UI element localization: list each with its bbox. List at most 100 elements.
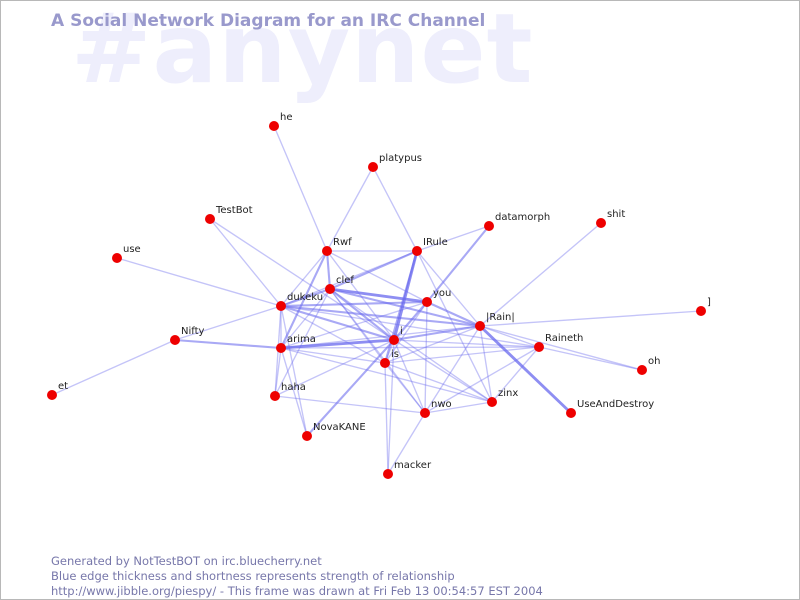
footer-source-url: http://www.jibble.org/piespy/ - This fra… [51,584,543,598]
edge-datamorph-IRule [416,225,490,252]
node-dot [383,469,393,479]
node-dot [422,297,432,307]
node-dot [637,365,647,375]
node-dot [566,408,576,418]
node-label: et [58,381,68,392]
node-label: clef [336,275,354,286]
edge-TestBot-i [209,218,395,341]
edge-IRule-dukeku [280,250,418,307]
node-dot [269,121,279,131]
node-label: IRule [423,237,448,248]
edge-Nifty-arima [174,338,282,350]
edge-clef-is [329,288,386,364]
node-label: Raineth [545,333,583,344]
edge-arima-is [280,347,386,364]
node-label: datamorph [495,212,550,223]
edge-arima-NovaKANE [280,347,308,437]
node-use: use [112,244,141,263]
edge-dukeku-IRainI [280,304,481,328]
node-label: arima [287,334,316,345]
edge-you-IRainI [426,301,481,327]
edge-IRainI-zinx [479,325,493,403]
node-IRule: IRule [412,237,448,256]
edge-i-nwo [393,339,426,414]
node-dot [276,343,286,353]
edge-is-nwo [384,362,426,414]
node-dot [322,246,332,256]
node-label: macker [394,460,432,471]
edge-IRule-IRainI [416,250,481,327]
node-dot [412,246,422,256]
node-dukeku: dukeku [276,292,323,311]
edge-Rwf-arima [280,250,328,349]
edge-clef-zinx [329,288,493,403]
node-dot [475,321,485,331]
node-dot [596,218,606,228]
edge-datamorph-you [426,225,490,303]
edge-clef-dukeku [280,288,331,307]
edge-IRainI-oh [479,325,643,371]
node-label: platypus [379,153,422,164]
node-dot [380,358,390,368]
node-label: he [280,112,293,123]
edge-IRainI-nwo [424,325,481,414]
node-Raineth: Raineth [534,333,583,352]
edge-i-zinx [393,339,493,403]
edge-i-NovaKANE [306,339,395,437]
footer-generated-by: Generated by NotTestBOT on irc.bluecherr… [51,554,322,568]
node-UseAndDestroy: UseAndDestroy [566,399,654,418]
edge-Nifty-dukeku [174,305,282,341]
node-label: you [433,288,451,299]
node-label: oh [648,356,660,367]
node-label: |Rain| [486,312,515,323]
edge-platypus-Rwf [326,166,374,252]
edge-TestBot-dukeku [209,218,282,307]
edge-IRule-clef [329,250,418,290]
node-macker: macker [383,460,432,479]
edge-Raineth-nwo [424,346,540,414]
edge-is-zinx [384,362,493,403]
channel-watermark: #anynet [71,0,534,105]
node-dot [302,431,312,441]
node-platypus: platypus [368,153,422,172]
edge-you-arima [280,301,428,349]
edge-haha-nwo [274,395,426,414]
edge-i-haha [274,339,395,397]
node-is: is [380,349,399,368]
edge-you-nwo [424,301,428,414]
footer-info: Generated by NotTestBOT on irc.bluecherr… [51,554,543,599]
node-NovaKANE: NovaKANE [302,422,366,441]
node-label: nwo [431,399,452,410]
edge-arima-zinx [280,347,493,403]
edge-]-IRainI [479,310,702,327]
node-label: haha [281,382,306,393]
edge-dukeku-is [280,305,386,364]
node-oh: oh [637,356,660,375]
node-dot [112,253,122,263]
edge-Raineth-oh [538,346,643,371]
edge-clef-arima [280,288,331,349]
node-zinx: zinx [487,388,518,407]
edge-i-macker [387,339,395,475]
edge-you-is [384,301,428,364]
node-dot [276,301,286,311]
edge-arima-Raineth [280,346,540,349]
node-you: you [422,288,451,307]
edge-zinx-nwo [424,401,493,414]
diagram-title: A Social Network Diagram for an IRC Chan… [51,11,486,31]
node-dot [270,391,280,401]
edge-dukeku-NovaKANE [280,305,308,437]
node-nwo: nwo [420,399,452,418]
edge-shit-IRainI [479,222,602,327]
node-i: i [389,326,403,345]
node-label: ] [707,297,711,308]
node-label: shit [607,209,625,220]
node-he: he [269,112,293,131]
edge-Rwf-you [326,250,428,303]
node-et: et [47,381,68,400]
node-label: NovaKANE [313,422,366,433]
edge-IRule-zinx [416,250,493,403]
